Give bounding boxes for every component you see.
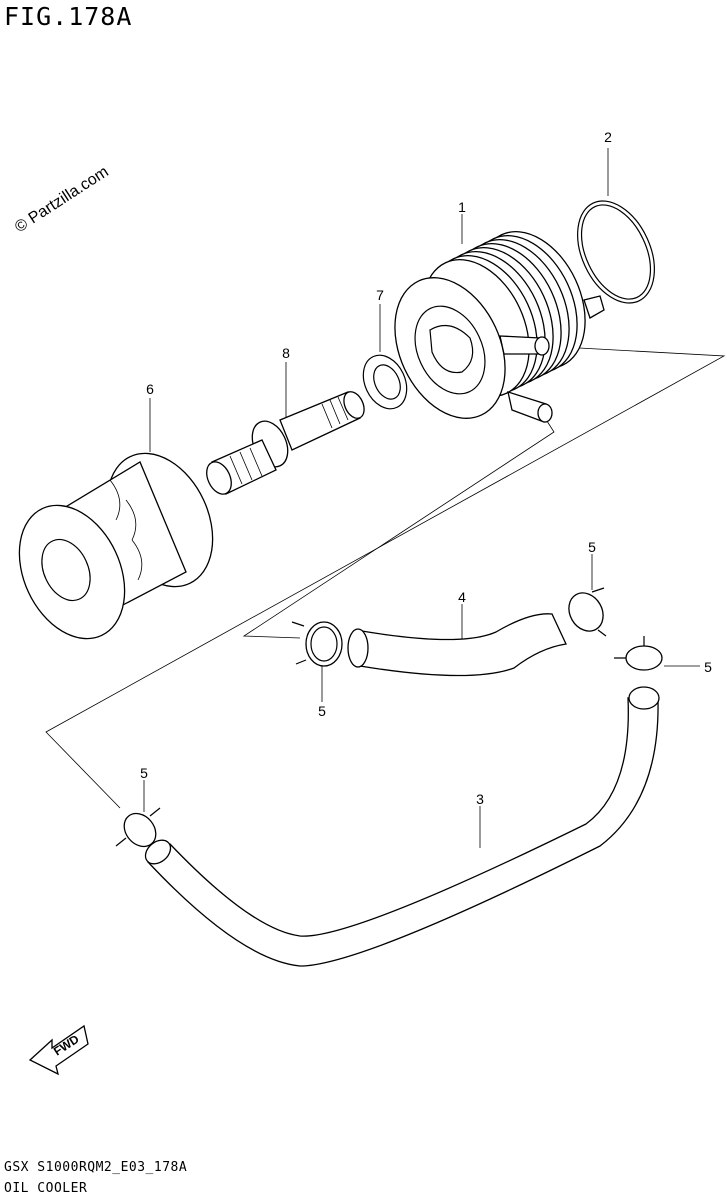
diagram-name: OIL COOLER [4,1181,88,1196]
callout-5: 5 [318,703,326,719]
callout-5: 5 [588,539,596,555]
callout-6: 6 [146,381,154,397]
washer-part-7 [362,354,408,410]
callout-2: 2 [604,129,612,145]
callout-5: 5 [704,659,712,675]
oil-cooler-part-1 [394,231,605,423]
figure-title: FIG.178A [4,2,133,31]
callout-3: 3 [476,791,484,807]
hose-part-4 [347,613,567,677]
callout-1: 1 [458,199,466,215]
diagram-code: GSX S1000RQM2_E03_178A [4,1160,188,1175]
oil-filter-part-6 [18,452,214,640]
callout-4: 4 [458,589,466,605]
callout-labels: 1 2 3 4 5 5 5 5 6 7 8 [140,129,712,807]
callout-8: 8 [282,345,290,361]
o-ring-part-2 [577,200,655,304]
fwd-arrow-icon: FWD [28,1024,89,1076]
hose-clamps-part-5 [115,587,663,848]
union-bolt-part-8 [206,391,365,495]
leader-lines [45,148,726,848]
hose-part-3 [144,686,660,967]
callout-5: 5 [140,765,148,781]
callout-7: 7 [376,287,384,303]
